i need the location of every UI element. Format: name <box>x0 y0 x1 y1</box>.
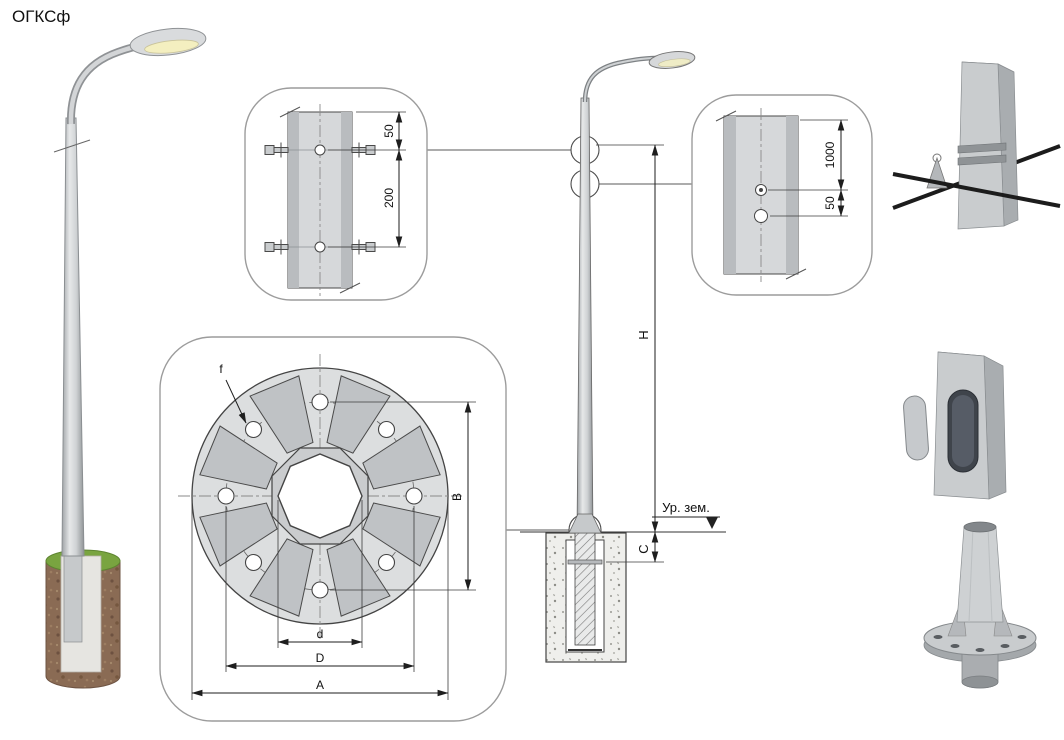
flange-plan-detail-callout: f B d D A <box>159 336 507 722</box>
break-mark <box>53 139 91 153</box>
clamp-band <box>957 142 1007 154</box>
base-flange-section <box>567 559 603 565</box>
pole-elevation: H Ур. зем. C <box>520 51 726 663</box>
tapered-shaft <box>956 526 1004 623</box>
dim-d-label: d <box>317 627 324 641</box>
dim-f-label: f <box>219 362 223 376</box>
bolt-hole <box>314 241 326 253</box>
cable-clamp-3d-render <box>892 61 1061 230</box>
ground-level-mark <box>706 517 718 529</box>
dim-B-label: B <box>450 493 464 501</box>
pole-3d-render <box>45 27 207 689</box>
dim-200-label: 200 <box>382 188 396 208</box>
clamp-band <box>957 154 1007 166</box>
dim-50-right-label: 50 <box>823 196 837 210</box>
flange-base-3d-render <box>923 521 1037 689</box>
bolted-joint-detail-callout: 50 200 <box>244 87 428 301</box>
dim-D-label: D <box>316 651 325 665</box>
cable-entry-detail-callout: 1000 50 <box>691 94 873 296</box>
dim-1000-label: 1000 <box>823 141 837 168</box>
lamp-head <box>129 27 207 57</box>
cable-hole <box>754 209 768 223</box>
shaft-opening <box>963 521 997 533</box>
dim-H-label: H <box>636 330 651 339</box>
dim-C-label: C <box>636 544 651 553</box>
pole-shaft <box>61 117 85 557</box>
lamp-arm-elevation <box>582 55 657 103</box>
access-door-3d-render <box>903 351 1007 500</box>
bolt-hole <box>314 144 326 156</box>
dim-50-label: 50 <box>382 124 396 138</box>
cable-line <box>892 172 1061 208</box>
drawing-title: ОГКСф <box>12 7 70 26</box>
ground-level-label: Ур. зем. <box>662 500 710 515</box>
base-flare <box>568 513 602 534</box>
lamp-head-elevation <box>648 51 696 69</box>
dim-A-label: A <box>316 678 324 692</box>
octagon-hole <box>277 453 363 539</box>
embedded-pole <box>574 532 596 646</box>
door-cover <box>903 395 929 461</box>
